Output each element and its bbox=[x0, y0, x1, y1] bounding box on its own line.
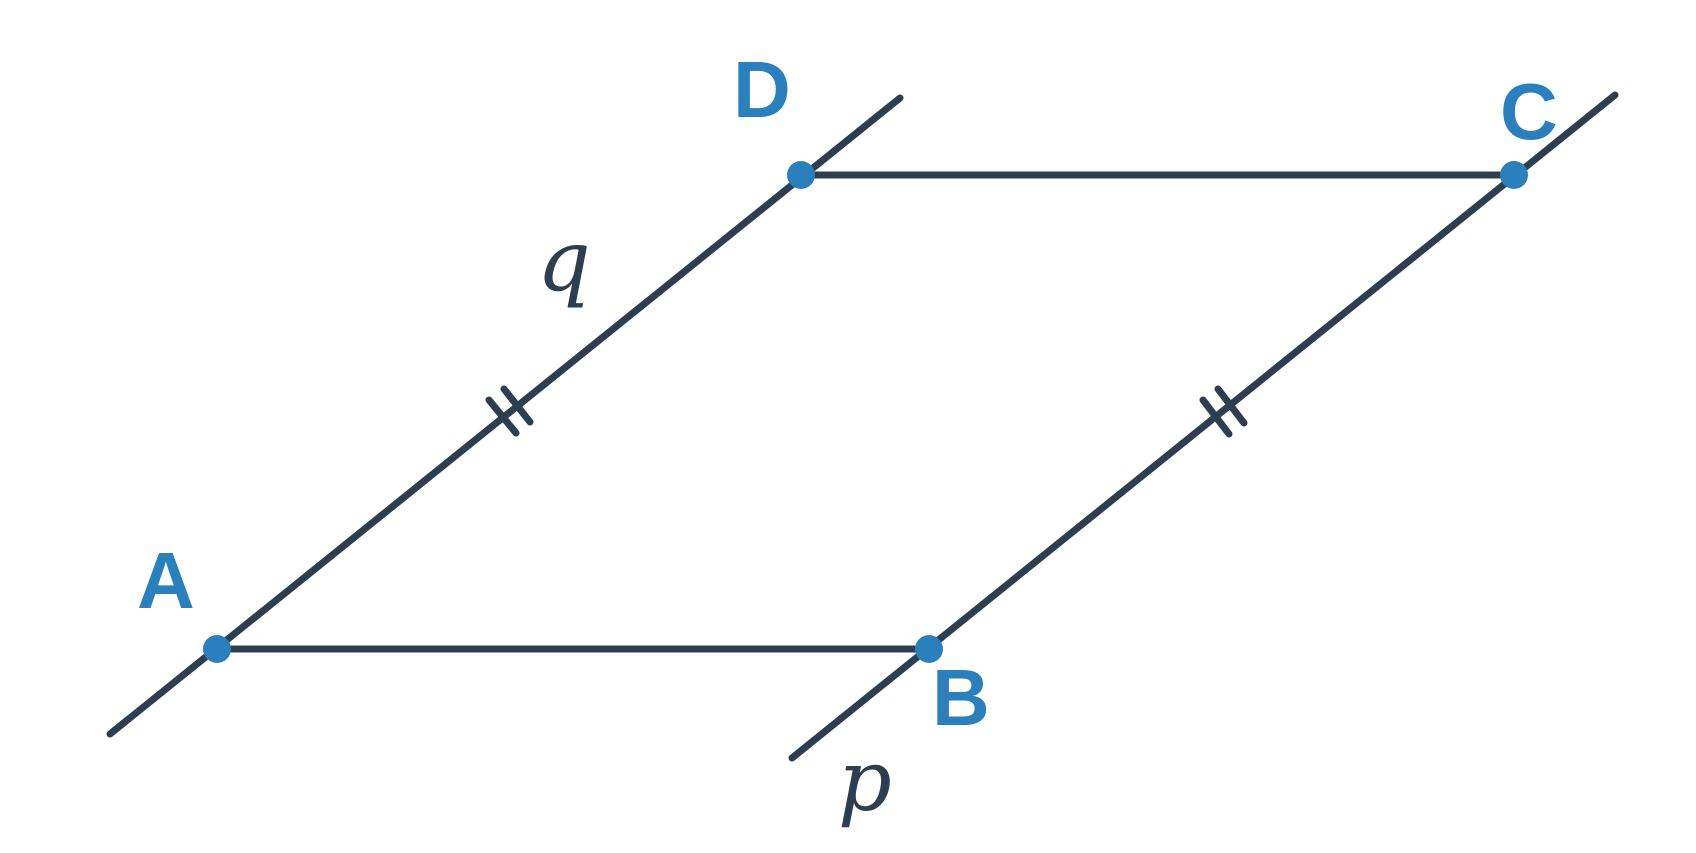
congruence-mark-bc bbox=[1199, 385, 1248, 438]
point-c bbox=[1500, 161, 1528, 189]
label-a: A bbox=[137, 536, 195, 625]
label-q: q bbox=[537, 212, 591, 310]
tick-mark bbox=[485, 396, 520, 437]
label-c: C bbox=[1500, 67, 1558, 156]
congruence-mark-ad bbox=[485, 385, 534, 437]
tick-mark bbox=[1199, 396, 1233, 438]
point-a bbox=[203, 635, 231, 663]
tick-mark bbox=[1214, 385, 1248, 427]
line-p bbox=[788, 91, 1619, 762]
label-p: p bbox=[838, 732, 892, 830]
point-b bbox=[915, 635, 943, 663]
tick-mark bbox=[500, 385, 534, 426]
label-b: B bbox=[932, 653, 990, 742]
point-d bbox=[787, 161, 815, 189]
label-d: D bbox=[733, 45, 791, 134]
